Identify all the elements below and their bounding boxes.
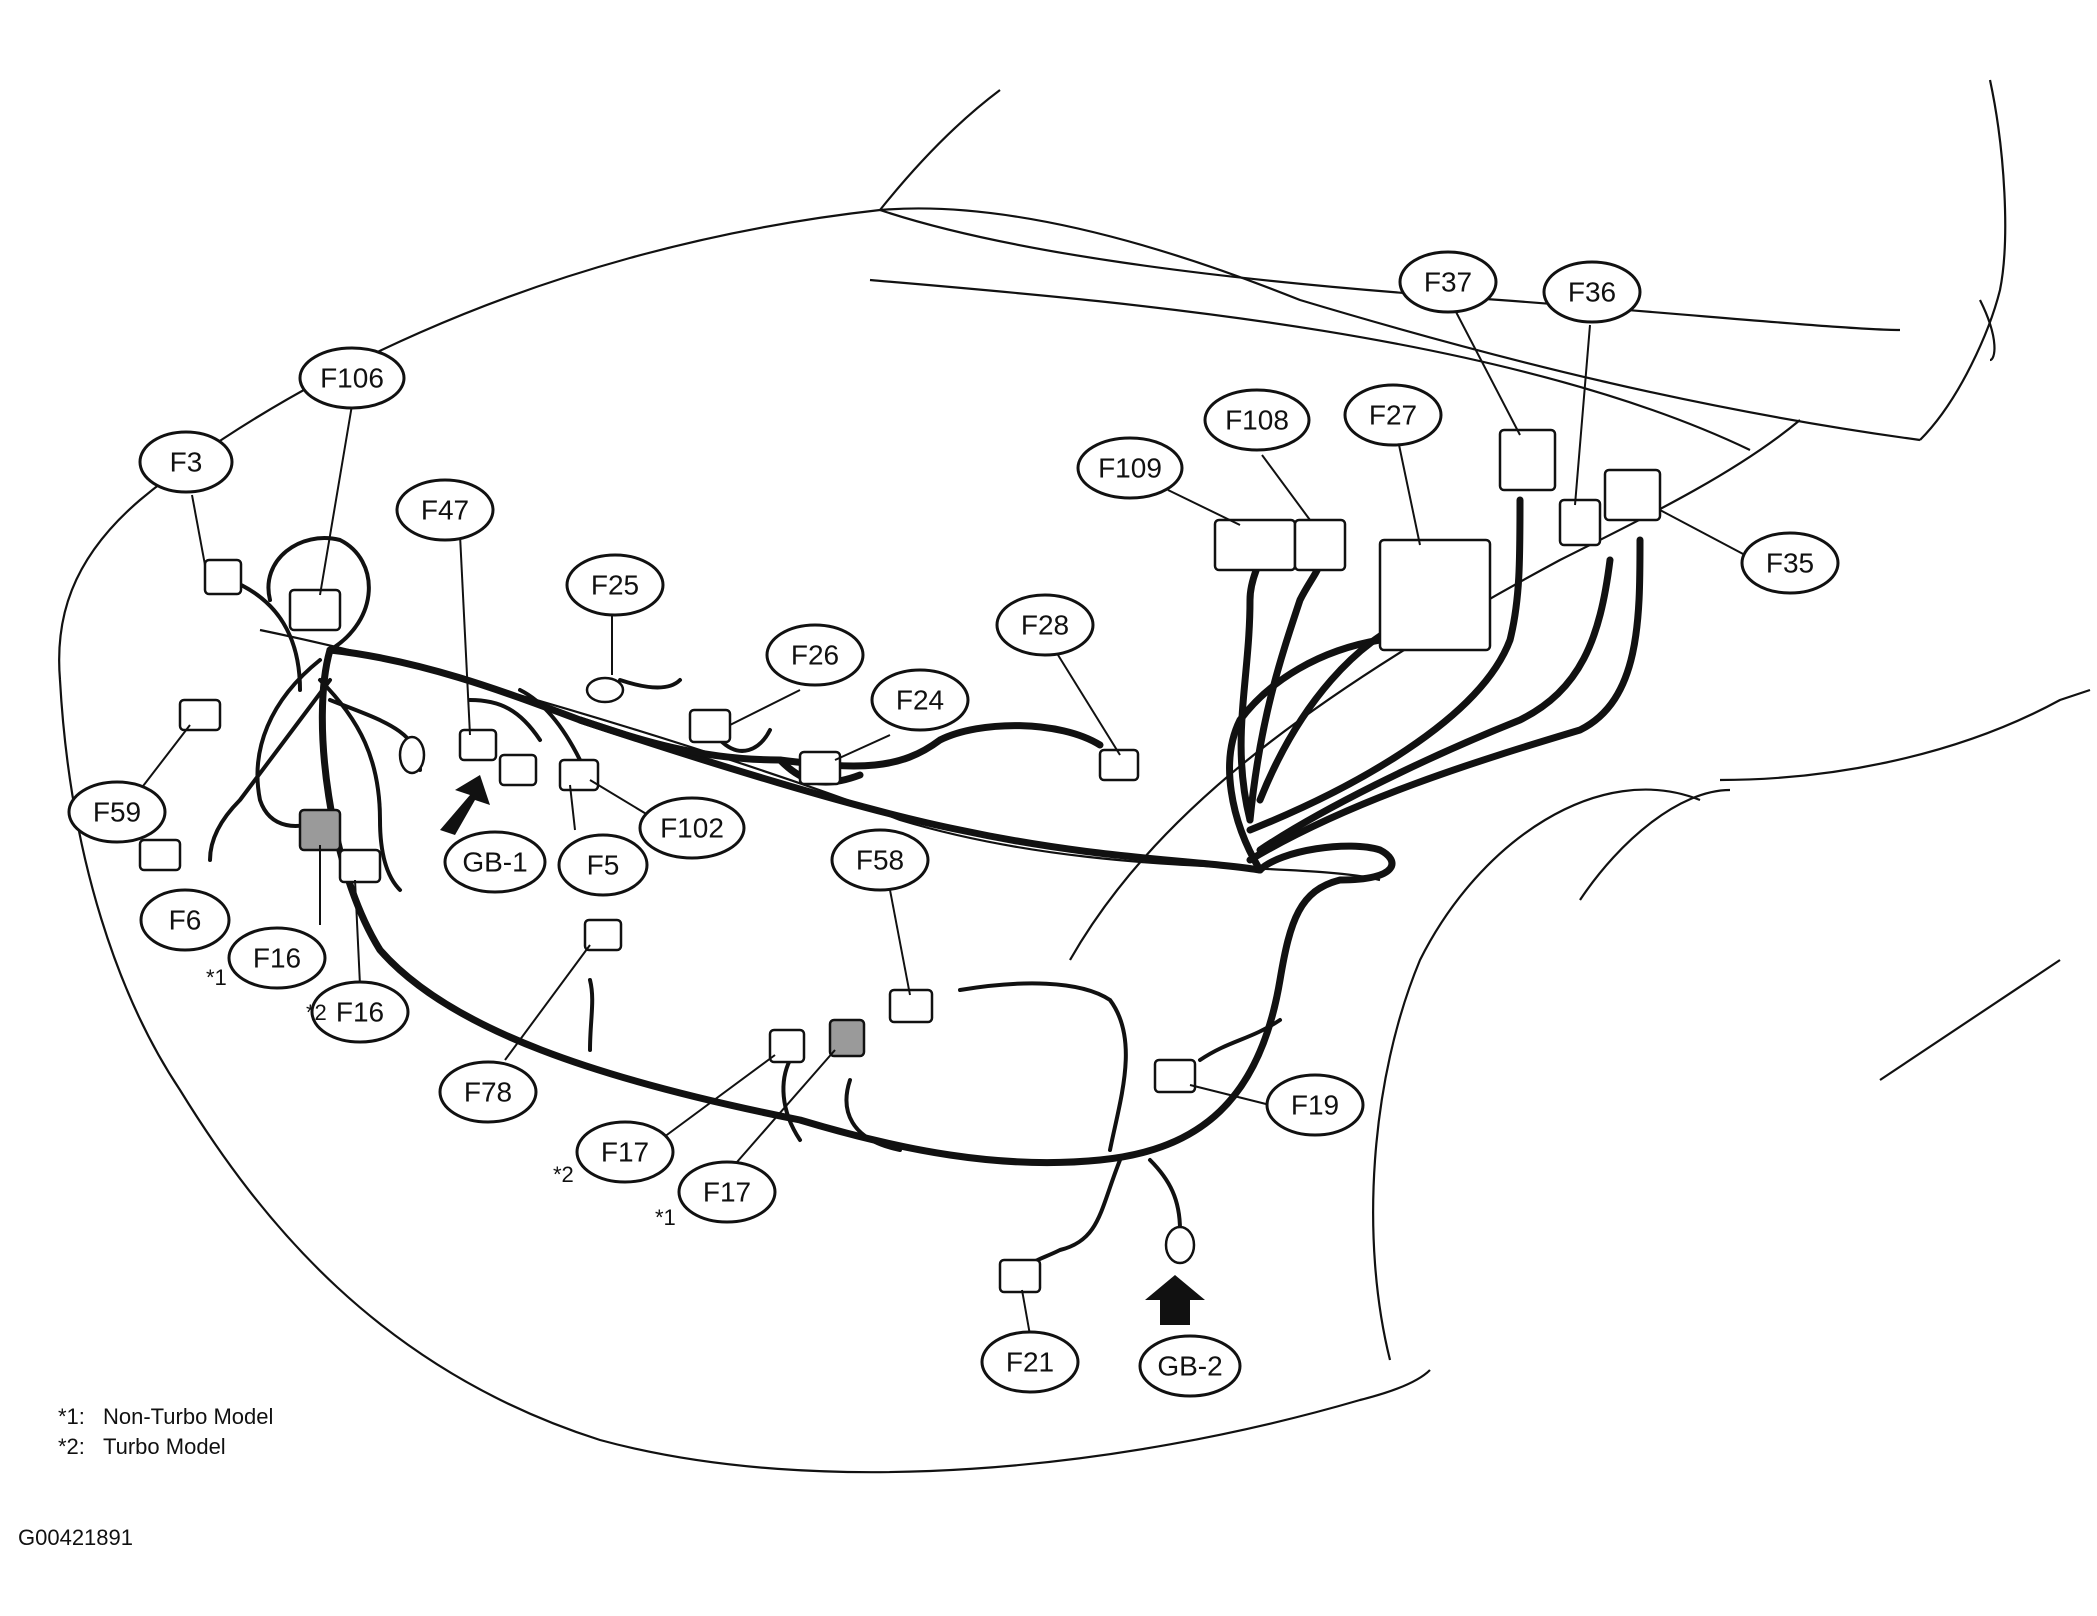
callout-gb2-label: GB-2 <box>1157 1351 1222 1382</box>
legend-key-1: *1: <box>58 1404 85 1429</box>
callout-f16-turbo[interactable]: F16 <box>310 980 410 1044</box>
connector-f47-body <box>458 728 498 762</box>
callout-f21[interactable]: F21 <box>980 1330 1080 1394</box>
connector-f36-body <box>1558 498 1602 547</box>
callout-f59-label: F59 <box>93 797 141 828</box>
connector-f109-body <box>1213 518 1297 572</box>
callout-f24[interactable]: F24 <box>870 668 970 732</box>
leader-lines <box>139 309 1746 1336</box>
ground-f25-eyelet <box>585 676 625 704</box>
callout-f17-turbo[interactable]: F17 <box>575 1120 675 1184</box>
callout-f17-turbo-label: F17 <box>601 1137 649 1168</box>
callout-f16-non-turbo[interactable]: F16 <box>227 926 327 990</box>
callout-f37-label: F37 <box>1424 267 1472 298</box>
callout-f108-label: F108 <box>1225 405 1289 436</box>
connector-f3-body <box>203 558 243 596</box>
callout-f3-label: F3 <box>170 447 203 478</box>
callout-f59[interactable]: F59 <box>67 780 167 844</box>
callout-f6[interactable]: F6 <box>139 888 231 952</box>
callout-f102-label: F102 <box>660 813 724 844</box>
callout-f58[interactable]: F58 <box>830 828 930 892</box>
car-body-outline <box>58 79 2091 1474</box>
connector-f19-body <box>1153 1058 1197 1094</box>
callout-f21-label: F21 <box>1006 1347 1054 1378</box>
callout-f36-label: F36 <box>1568 277 1616 308</box>
callout-f3[interactable]: F3 <box>138 430 234 494</box>
callout-f5[interactable]: F5 <box>557 833 649 897</box>
connector-f28-body <box>1098 748 1140 782</box>
connector-f17-turbo-body <box>768 1028 806 1064</box>
callout-f78-label: F78 <box>464 1077 512 1108</box>
callout-gb2[interactable]: GB-2 <box>1138 1334 1242 1398</box>
callout-f78[interactable]: F78 <box>438 1060 538 1124</box>
callout-f25[interactable]: F25 <box>565 553 665 617</box>
connector-f35-body <box>1603 468 1662 522</box>
ground-eyelet-left <box>398 735 426 775</box>
connector-f16-turbo-body <box>298 808 342 852</box>
callout-f35[interactable]: F35 <box>1740 531 1840 595</box>
note-mark-star1-f17: *1 <box>655 1205 676 1230</box>
legend-key-2: *2: <box>58 1434 85 1459</box>
callout-f37[interactable]: F37 <box>1398 250 1498 314</box>
callout-f28-label: F28 <box>1021 610 1069 641</box>
callout-f36[interactable]: F36 <box>1542 260 1642 324</box>
connector-f16-body <box>338 848 382 884</box>
note-mark-star1-f16: *1 <box>206 965 227 990</box>
connector-f47b-body <box>498 753 538 787</box>
connector-f27-body <box>1378 538 1492 652</box>
connector-f59-body <box>178 698 222 732</box>
callout-f17-non-turbo-label: F17 <box>703 1177 751 1208</box>
callout-f25-label: F25 <box>591 570 639 601</box>
legend-text-turbo: Turbo Model <box>103 1434 226 1459</box>
connector-f37-body <box>1498 428 1557 492</box>
callout-f5-label: F5 <box>587 850 620 881</box>
note-mark-star2-f16: *2 <box>306 1000 327 1025</box>
connector-f24-body <box>798 750 842 786</box>
callout-f106-label: F106 <box>320 363 384 394</box>
connector-f78-body <box>583 918 623 952</box>
ground-gb2-eyelet <box>1164 1225 1196 1265</box>
callout-f17-non-turbo[interactable]: F17 <box>677 1160 777 1224</box>
callout-f16-non-turbo-label: F16 <box>253 943 301 974</box>
legend: *1: Non-Turbo Model *2: Turbo Model <box>58 1404 273 1459</box>
connector-f26-body <box>688 708 732 744</box>
wiring-harness <box>208 496 1644 1272</box>
gb2-arrow-icon <box>1145 1275 1205 1325</box>
callout-f108[interactable]: F108 <box>1203 388 1311 452</box>
gb1-arrow-icon <box>440 775 490 835</box>
callout-f16-turbo-label: F16 <box>336 997 384 1028</box>
connector-f21-body <box>998 1258 1042 1294</box>
connector-f106-body <box>288 588 342 632</box>
callout-f26[interactable]: F26 <box>765 623 865 687</box>
callout-f109[interactable]: F109 <box>1076 436 1184 500</box>
callout-gb1-label: GB-1 <box>462 847 527 878</box>
callout-f27-label: F27 <box>1369 400 1417 431</box>
callout-f47-label: F47 <box>421 495 469 526</box>
connector-f6-body <box>138 838 182 872</box>
connector-f17-body <box>828 1018 866 1058</box>
callout-f26-label: F26 <box>791 640 839 671</box>
callout-f58-label: F58 <box>856 845 904 876</box>
note-mark-star2-f17: *2 <box>553 1162 574 1187</box>
callout-f102[interactable]: F102 <box>638 796 746 860</box>
connector-f102-body <box>558 758 600 792</box>
figure-id: G00421891 <box>18 1525 133 1550</box>
callout-f47[interactable]: F47 <box>395 478 495 542</box>
connector-shapes <box>138 428 1662 1294</box>
callout-gb1[interactable]: GB-1 <box>443 830 547 894</box>
callout-f27[interactable]: F27 <box>1343 383 1443 447</box>
connector-f58-body <box>888 988 934 1024</box>
legend-text-non-turbo: Non-Turbo Model <box>103 1404 273 1429</box>
callout-f24-label: F24 <box>896 685 944 716</box>
callout-f19-label: F19 <box>1291 1090 1339 1121</box>
callout-f106[interactable]: F106 <box>298 346 406 410</box>
callout-f28[interactable]: F28 <box>995 593 1095 657</box>
callout-f109-label: F109 <box>1098 453 1162 484</box>
callout-f19[interactable]: F19 <box>1265 1073 1365 1137</box>
callout-f6-label: F6 <box>169 905 202 936</box>
connector-f108-body <box>1293 518 1347 572</box>
callout-f35-label: F35 <box>1766 548 1814 579</box>
